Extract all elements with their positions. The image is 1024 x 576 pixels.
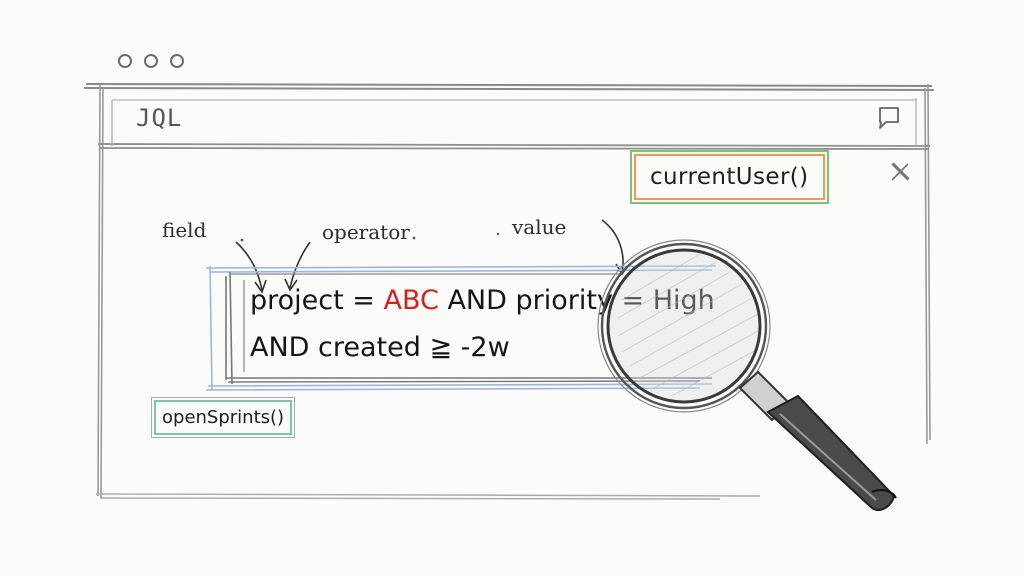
query-value-abc: ABC	[383, 285, 439, 316]
chat-bubble-icon[interactable]	[874, 104, 902, 132]
operator-annotation: operator	[322, 220, 410, 244]
window-maximize-button[interactable]	[144, 54, 158, 68]
close-icon[interactable]	[888, 160, 912, 184]
query-line-2[interactable]: AND created ≧ -2w	[250, 332, 510, 363]
query-line-1[interactable]: project = ABC AND priority = High	[250, 285, 715, 316]
query-line-1-end: AND priority = High	[438, 285, 715, 316]
window-close-button[interactable]	[170, 54, 184, 68]
value-annotation: value	[512, 215, 567, 239]
field-annotation: field	[162, 218, 207, 242]
window-controls	[118, 54, 184, 68]
open-sprints-function-chip[interactable]: openSprints()	[150, 397, 296, 438]
window-minimize-button[interactable]	[118, 54, 132, 68]
query-line-1-start: project =	[250, 285, 384, 316]
window-title: JQL	[136, 104, 183, 132]
current-user-function-chip[interactable]: currentUser()	[630, 150, 829, 204]
